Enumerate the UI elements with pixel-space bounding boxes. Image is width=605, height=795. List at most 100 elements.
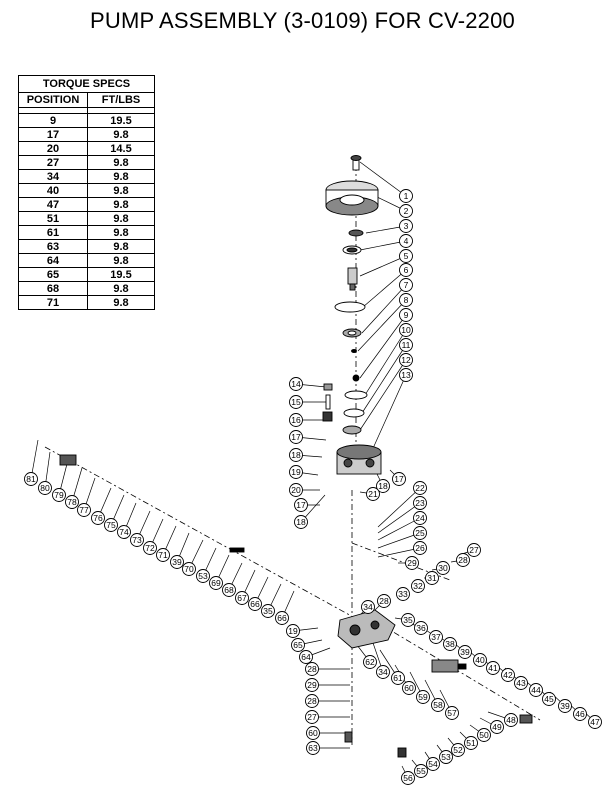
callout-circle bbox=[439, 750, 453, 764]
callout-circle bbox=[143, 541, 157, 555]
torque-cell: 9.8 bbox=[87, 281, 155, 296]
callout-number: 38 bbox=[445, 639, 455, 649]
piston-part bbox=[347, 267, 358, 291]
callout-number: 22 bbox=[415, 483, 425, 493]
callout-circle bbox=[305, 662, 319, 676]
callout-circle bbox=[399, 353, 413, 367]
small-ball-part bbox=[352, 374, 360, 382]
callout-circle bbox=[405, 556, 419, 570]
callout-circle bbox=[456, 553, 470, 567]
callout-circle bbox=[222, 583, 236, 597]
callout-circle bbox=[391, 671, 405, 685]
callout-circle bbox=[399, 293, 413, 307]
callout-circle bbox=[294, 498, 308, 512]
bolt-part bbox=[350, 155, 362, 171]
callout-circle bbox=[399, 234, 413, 248]
injector-part bbox=[59, 454, 77, 466]
callout-number: 36 bbox=[416, 623, 426, 633]
callout-number: 79 bbox=[54, 490, 64, 500]
leader-line bbox=[359, 161, 407, 197]
callout-number: 73 bbox=[132, 535, 142, 545]
callout-number: 18 bbox=[291, 450, 301, 460]
callout-number: 78 bbox=[67, 497, 77, 507]
callout-circle bbox=[425, 571, 439, 585]
callout-number: 17 bbox=[296, 500, 306, 510]
callout-number: 1 bbox=[404, 191, 409, 201]
callout-number: 33 bbox=[398, 589, 408, 599]
callout-number: 55 bbox=[416, 766, 426, 776]
position-header: POSITION bbox=[18, 92, 88, 108]
callout-circle bbox=[436, 561, 450, 575]
callout-number: 52 bbox=[453, 745, 463, 755]
callout-circle bbox=[294, 515, 308, 529]
ft-lbs-header: FT/LBS bbox=[87, 92, 155, 108]
ring-part bbox=[344, 390, 368, 400]
callout-circle bbox=[289, 465, 303, 479]
callout-circle bbox=[558, 699, 572, 713]
callout-number: 81 bbox=[26, 474, 36, 484]
callout-number: 34 bbox=[363, 602, 373, 612]
callout-number: 64 bbox=[301, 652, 311, 662]
callout-number: 17 bbox=[291, 432, 301, 442]
position-cell: 71 bbox=[18, 295, 88, 310]
callout-circle bbox=[451, 743, 465, 757]
callout-number: 24 bbox=[415, 513, 425, 523]
callout-number: 35 bbox=[263, 606, 273, 616]
callout-circle bbox=[52, 488, 66, 502]
leader-line bbox=[359, 255, 407, 277]
callout-number: 17 bbox=[394, 474, 404, 484]
callout-circle bbox=[130, 533, 144, 547]
seal-ring-part bbox=[334, 301, 366, 313]
callout-circle bbox=[396, 587, 410, 601]
callout-number: 62 bbox=[365, 657, 375, 667]
callout-circle bbox=[413, 511, 427, 525]
callout-number: 28 bbox=[379, 596, 389, 606]
callout-number: 12 bbox=[401, 355, 411, 365]
callout-number: 4 bbox=[404, 236, 409, 246]
leader-line bbox=[362, 269, 407, 308]
callout-circle bbox=[170, 555, 184, 569]
lower-manifold-part bbox=[337, 609, 396, 649]
callout-number: 71 bbox=[158, 550, 168, 560]
callout-circle bbox=[376, 479, 390, 493]
callout-circle bbox=[429, 630, 443, 644]
callout-circle bbox=[392, 472, 406, 486]
leader-line bbox=[361, 344, 407, 414]
small-ball-part bbox=[351, 349, 357, 353]
callout-circle bbox=[377, 594, 391, 608]
callout-number: 66 bbox=[277, 613, 287, 623]
callout-number: 30 bbox=[438, 563, 448, 573]
callout-number: 65 bbox=[293, 640, 303, 650]
callout-number: 34 bbox=[378, 667, 388, 677]
callout-number: 72 bbox=[145, 543, 155, 553]
callout-circle bbox=[156, 548, 170, 562]
callout-number: 63 bbox=[308, 743, 318, 753]
callout-number: 48 bbox=[506, 715, 516, 725]
callout-circle bbox=[529, 683, 543, 697]
callout-circle bbox=[248, 597, 262, 611]
callout-number: 27 bbox=[469, 545, 479, 555]
callout-number: 29 bbox=[407, 558, 417, 568]
callout-circle bbox=[501, 668, 515, 682]
callout-circle bbox=[426, 757, 440, 771]
position-cell: 34 bbox=[18, 169, 88, 184]
position-cell: 17 bbox=[18, 127, 88, 142]
page-title: PUMP ASSEMBLY (3-0109) FOR CV-2200 bbox=[90, 8, 515, 33]
callout-circle bbox=[477, 728, 491, 742]
callout-number: 74 bbox=[119, 527, 129, 537]
callout-number: 40 bbox=[475, 655, 485, 665]
callout-number: 53 bbox=[198, 571, 208, 581]
callout-circle bbox=[458, 645, 472, 659]
callout-number: 9 bbox=[404, 310, 409, 320]
callout-circle bbox=[399, 219, 413, 233]
callout-circle bbox=[24, 472, 38, 486]
leader-line bbox=[377, 517, 421, 541]
callout-number: 31 bbox=[427, 573, 437, 583]
callout-number: 18 bbox=[296, 517, 306, 527]
callout-number: 47 bbox=[590, 717, 600, 727]
callout-number: 5 bbox=[404, 251, 409, 261]
